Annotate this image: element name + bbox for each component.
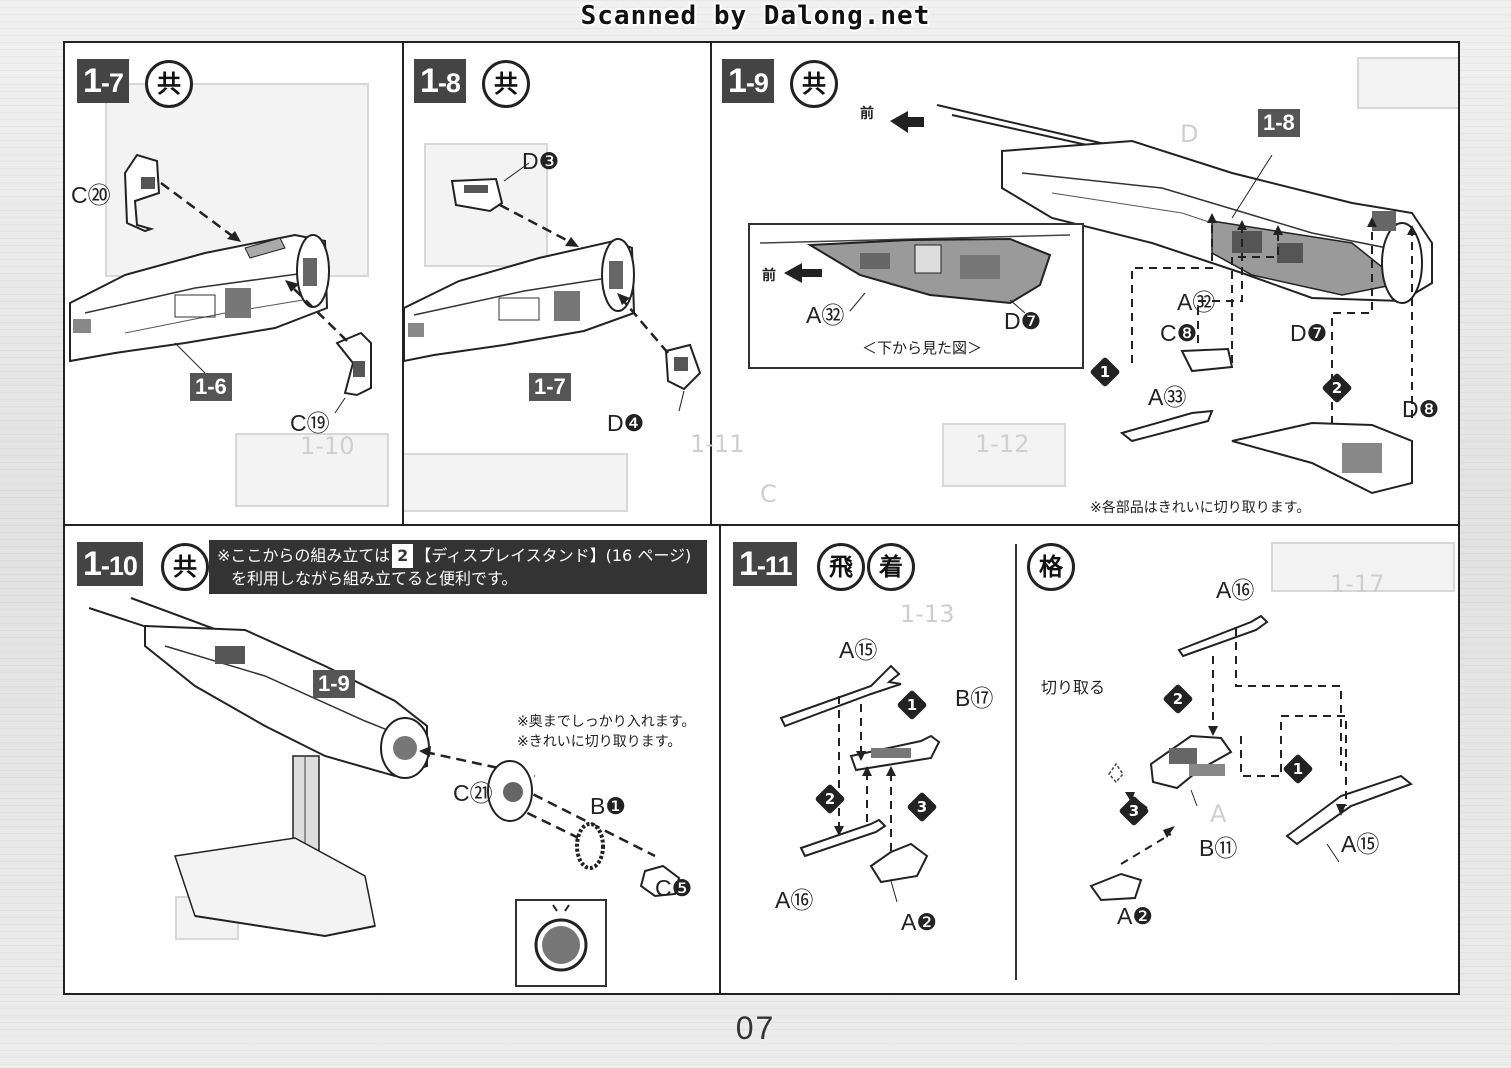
bleed-through (235, 433, 389, 507)
reference-step-tag: 1-8 (1258, 109, 1300, 137)
reference-step-tag: 1-6 (190, 373, 232, 401)
bleed-through-text: 1-13 (900, 600, 955, 628)
common-icon: 共 (790, 60, 838, 108)
part-label: A❷ (901, 909, 937, 935)
part-label: C⑳ (71, 182, 111, 208)
inset-illustration (759, 234, 1071, 314)
part-label: C❺ (655, 875, 693, 901)
front-direction-label: 前 (762, 268, 776, 284)
step-number: 1-8 (414, 59, 466, 103)
bleed-through-text: 1-11 (690, 430, 745, 458)
bleed-through (404, 453, 628, 512)
page-number: 07 (735, 1010, 776, 1046)
step-number: 1-9 (722, 59, 774, 103)
common-icon: 共 (482, 60, 530, 108)
sequence-marker: 1 (896, 689, 928, 721)
step-number: 1-10 (77, 542, 143, 586)
sequence-marker: 2 (814, 783, 846, 815)
reference-step-tag: 1-7 (529, 373, 571, 401)
part-label: A⑮ (1341, 831, 1380, 857)
step-1-9-panel: 1-9 共 前 (712, 43, 1458, 524)
part-label: D❽ (1402, 396, 1440, 422)
step-1-8-illustration (404, 162, 702, 412)
part-label: A❷ (1117, 903, 1153, 929)
part-label: A㉜ (1177, 289, 1216, 315)
section-divider (1015, 544, 1017, 980)
step-1-11-panel: 1-11 飛 着 (721, 524, 1458, 993)
sequence-marker: 1 (1282, 753, 1314, 785)
part-label: B⑪ (1199, 835, 1238, 861)
insert-fully-note: ※奥までしっかり入れます。 (517, 714, 696, 730)
step-1-10-illustration (88, 597, 681, 938)
part-label: A㉝ (1148, 384, 1187, 410)
step-1-9-illustration (890, 104, 1433, 495)
bottom-view-inset: 前 A㉜ D❼ ＜下から見た図＞ (748, 223, 1084, 369)
step-1-8-panel: 1-8 共 D❸ 1-7 D❹ (404, 43, 712, 524)
step-1-11-illustration (779, 614, 1414, 903)
flight-mode-icon: 飛 (817, 543, 865, 591)
combat-mode-icon: 格 (1027, 543, 1075, 591)
inset-caption: ＜下から見た図＞ (862, 339, 983, 357)
part-label: A㉜ (806, 302, 845, 328)
step-number: 1-7 (77, 59, 129, 103)
bleed-through-text: 1-17 (1330, 570, 1385, 598)
bleed-through (942, 423, 1066, 487)
part-label: A⑮ (839, 637, 878, 663)
part-label: D❹ (607, 410, 645, 436)
bleed-through-text: C (760, 480, 777, 508)
sequence-marker: 3 (1118, 795, 1150, 827)
inset-illustration (534, 904, 588, 972)
step-1-7-panel: 1-7 共 C⑳ 1-6 (65, 43, 404, 524)
reference-step-tag: 1-9 (313, 670, 355, 698)
part-label: B⑰ (955, 685, 994, 711)
part-label: D❼ (1290, 320, 1328, 346)
bleed-through-text: A (1210, 800, 1227, 828)
scan-credit: Scanned by Dalong.net (580, 1, 931, 31)
part-label: A⑯ (1216, 577, 1255, 603)
common-icon: 共 (145, 60, 193, 108)
bleed-through-text: 1-12 (975, 430, 1030, 458)
bleed-through (1271, 542, 1455, 592)
part-label: C⑲ (290, 410, 330, 436)
part-label: C㉑ (453, 780, 493, 806)
part-label: A⑯ (775, 887, 814, 913)
step-number: 1-11 (733, 542, 798, 586)
part-label: D❼ (1004, 308, 1042, 334)
bleed-through-text: 1-10 (300, 432, 355, 460)
part-label: C❽ (1160, 320, 1198, 346)
part-label: B❶ (590, 793, 626, 819)
part-label: D❸ (522, 148, 560, 174)
cut-cleanly-note: ※きれいに切り取ります。 (517, 734, 682, 750)
sequence-marker: 2 (1162, 683, 1194, 715)
sequence-marker: 3 (906, 791, 938, 823)
common-icon: 共 (161, 543, 209, 591)
cut-off-label: 切り取る (1041, 678, 1106, 697)
cut-cleanly-note: ※各部品はきれいに切り取ります。 (1090, 500, 1311, 516)
bleed-through-text: D (1180, 120, 1199, 148)
sequence-marker: 2 (1321, 372, 1353, 404)
step-1-7-illustration (69, 153, 372, 414)
sequence-marker: 1 (1089, 356, 1121, 388)
front-direction-label: 前 (860, 106, 874, 122)
bleed-through (1357, 57, 1458, 109)
landing-mode-icon: 着 (867, 543, 915, 591)
detail-inset (515, 899, 607, 987)
instruction-sheet: 1-7 共 C⑳ 1-6 (63, 41, 1460, 995)
